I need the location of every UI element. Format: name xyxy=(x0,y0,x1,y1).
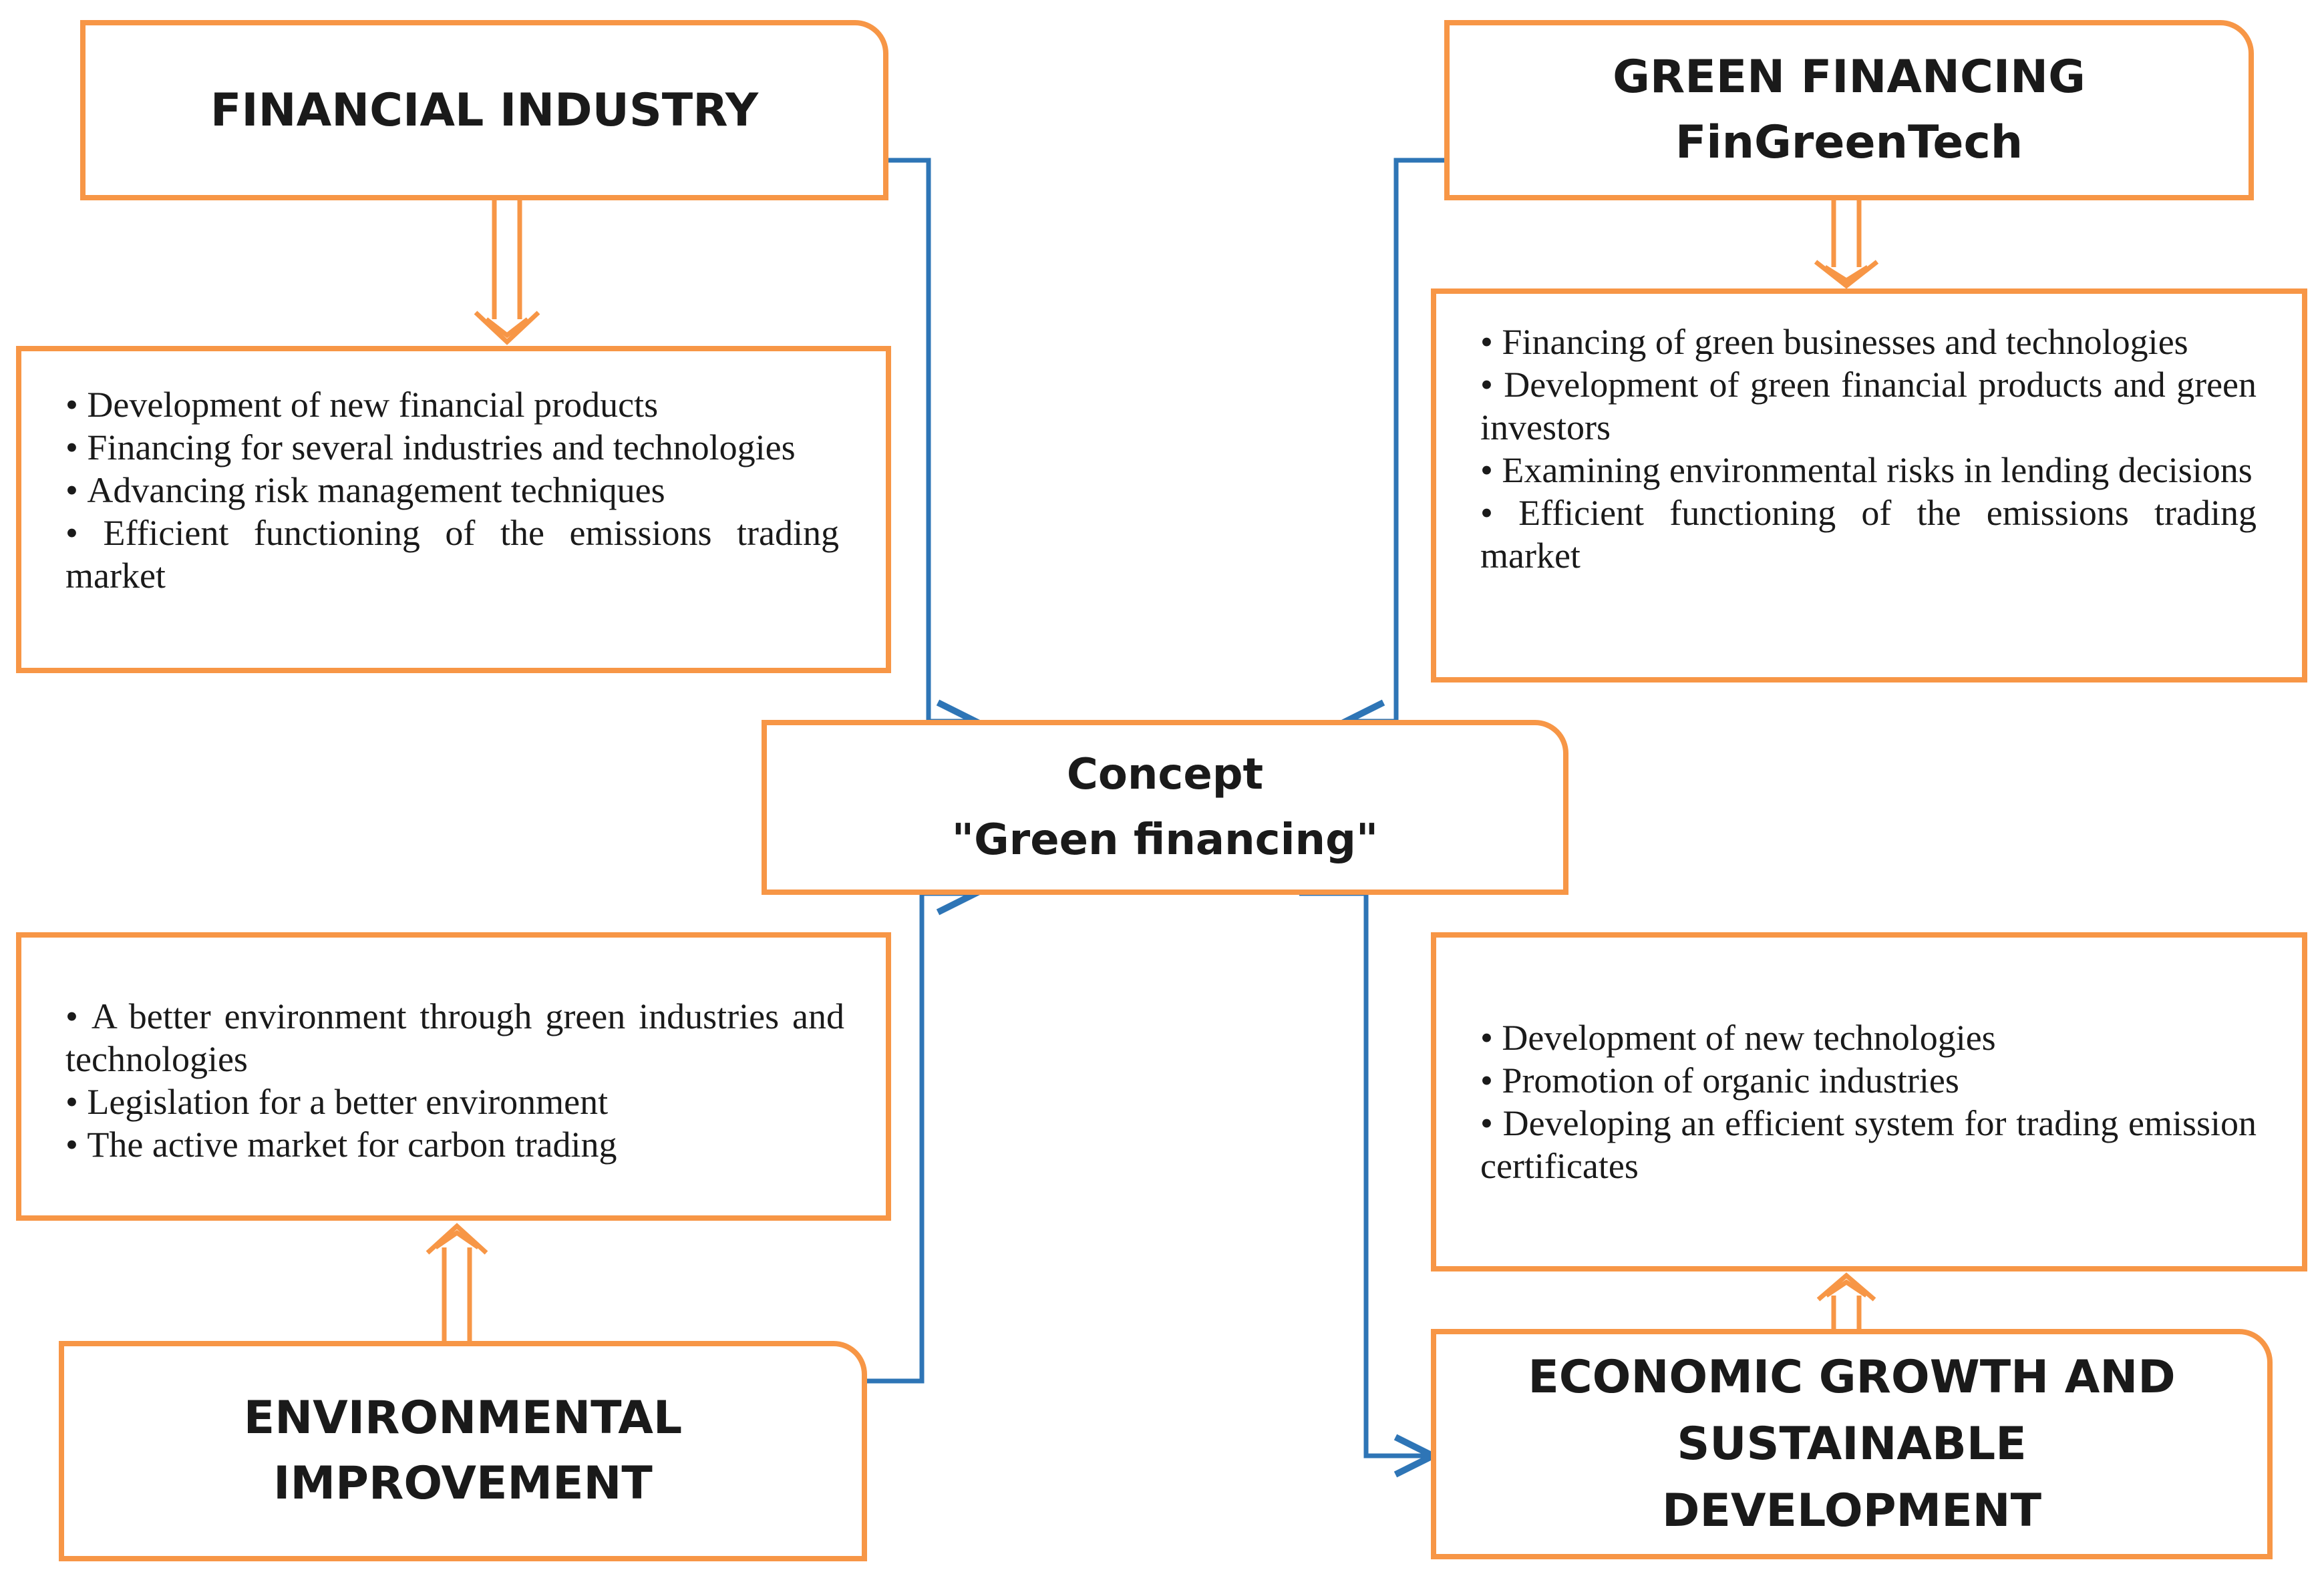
green-financing-list: Financing of green businesses and techno… xyxy=(1431,288,2307,682)
environmental-title-line2: IMPROVEMENT xyxy=(273,1457,653,1510)
list-item: Financing of green businesses and techno… xyxy=(1480,321,2257,363)
list-item: The active market for carbon trading xyxy=(65,1123,844,1166)
list-item: Advancing risk management techniques xyxy=(65,469,839,512)
concept-label: Concept xyxy=(1066,750,1264,799)
concept-box: Concept "Green financing" xyxy=(762,720,1568,895)
financial-industry-title: FINANCIAL INDUSTRY xyxy=(210,83,759,137)
list-item: Promotion of organic industries xyxy=(1480,1059,2257,1102)
environmental-improvement-box: ENVIRONMENTAL IMPROVEMENT xyxy=(59,1341,867,1561)
list-item: Development of green financial products … xyxy=(1480,363,2257,449)
double-arrow-green-financing-down xyxy=(1814,200,1879,289)
economic-growth-list: Development of new technologies Promotio… xyxy=(1431,932,2307,1271)
list-item: A better environment through green indus… xyxy=(65,995,844,1080)
financial-industry-list: Development of new financial products Fi… xyxy=(16,346,891,673)
list-item: Examining environmental risks in lending… xyxy=(1480,449,2257,492)
list-item: Efficient functioning of the emissions t… xyxy=(1480,492,2257,577)
economic-growth-box: ECONOMIC GROWTH AND SUSTAINABLE DEVELOPM… xyxy=(1431,1329,2273,1559)
financial-industry-box: FINANCIAL INDUSTRY xyxy=(80,20,888,200)
economic-title-line2: SUSTAINABLE xyxy=(1677,1417,2027,1470)
economic-title-line3: DEVELOPMENT xyxy=(1662,1484,2041,1537)
list-item: Financing for several industries and tec… xyxy=(65,426,839,469)
economic-title-line1: ECONOMIC GROWTH AND xyxy=(1528,1350,2176,1404)
double-arrow-environmental-up xyxy=(426,1223,488,1342)
list-item: Developing an efficient system for tradi… xyxy=(1480,1102,2257,1187)
list-item: Development of new financial products xyxy=(65,383,839,426)
list-item: Efficient functioning of the emissions t… xyxy=(65,512,839,597)
environmental-improvement-list: A better environment through green indus… xyxy=(16,932,891,1221)
fingreentech-subtitle: FinGreenTech xyxy=(1675,116,2023,169)
concept-name: "Green financing" xyxy=(951,815,1379,865)
double-arrow-financial-industry-down xyxy=(474,200,540,345)
list-item: Development of new technologies xyxy=(1480,1016,2257,1059)
double-arrow-economic-growth-up xyxy=(1816,1272,1876,1332)
list-item: Legislation for a better environment xyxy=(65,1080,844,1123)
green-financing-box: GREEN FINANCING FinGreenTech xyxy=(1444,20,2254,200)
environmental-title-line1: ENVIRONMENTAL xyxy=(243,1392,683,1444)
connector-financial-industry-to-concept xyxy=(886,158,975,721)
connector-concept-to-economic-growth xyxy=(1299,891,1433,1456)
green-financing-title: GREEN FINANCING xyxy=(1613,51,2086,104)
